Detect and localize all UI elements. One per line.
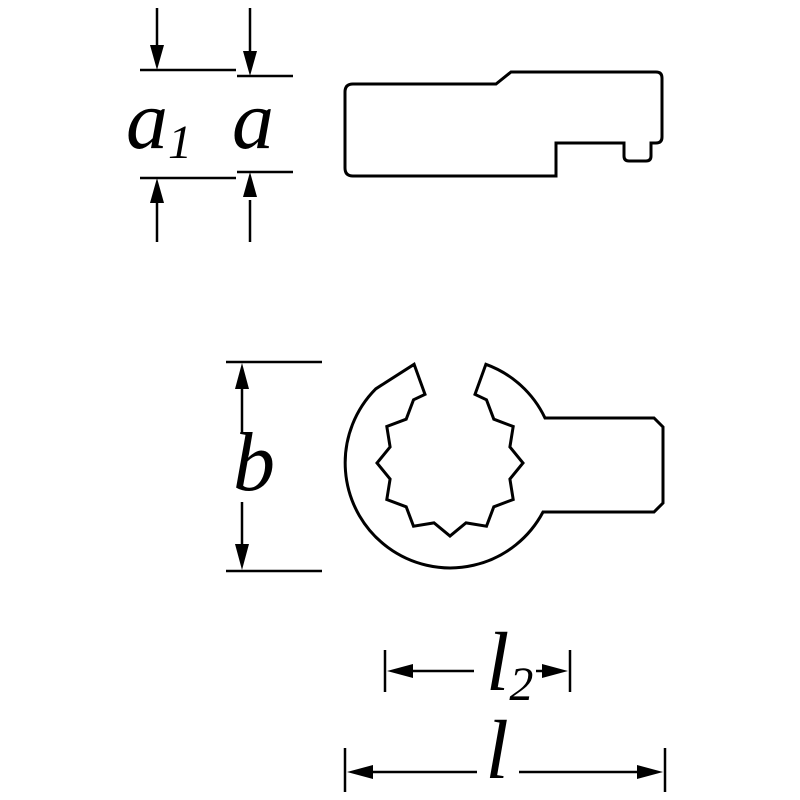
- arrowhead-left-icon: [347, 765, 373, 779]
- arrowhead-up-icon: [243, 172, 257, 197]
- arrowhead-right-icon: [542, 664, 568, 678]
- dimension-b: [226, 360, 322, 573]
- label-b: b: [233, 416, 275, 509]
- label-l2-subscript: 2: [509, 658, 533, 711]
- label-a: a: [232, 74, 274, 167]
- dimension-labels: a1 a b l2 l: [126, 74, 533, 797]
- ring-head-outline: [343, 362, 665, 570]
- label-l2: l2: [486, 616, 533, 711]
- tool-outlines: [343, 70, 665, 570]
- side-view-outline: [343, 70, 664, 178]
- dimension-l: [343, 748, 667, 792]
- dimension-a: [237, 8, 293, 242]
- arrowhead-up-icon: [235, 363, 249, 389]
- arrowhead-right-icon: [637, 765, 663, 779]
- arrowhead-down-icon: [235, 544, 249, 570]
- dimension-a1: [140, 8, 236, 242]
- label-l: l: [485, 704, 508, 797]
- label-l2-main: l: [486, 616, 509, 709]
- arrowhead-down-icon: [150, 45, 164, 70]
- label-a1-main: a: [126, 74, 168, 167]
- label-a1-subscript: 1: [168, 116, 192, 169]
- label-a1: a1: [126, 74, 192, 169]
- arrowhead-up-icon: [150, 178, 164, 203]
- dimension-l2: [383, 650, 572, 692]
- arrowhead-down-icon: [243, 51, 257, 76]
- arrowhead-left-icon: [387, 664, 413, 678]
